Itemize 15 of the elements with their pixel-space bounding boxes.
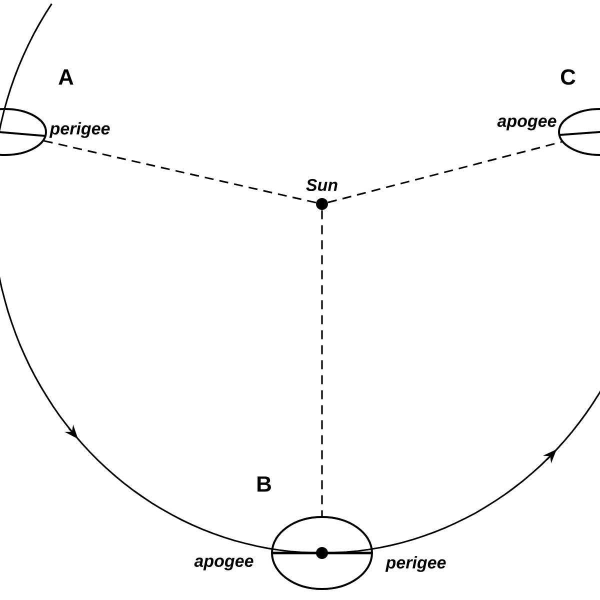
point-label: B <box>258 476 271 492</box>
moon-orbit-ellipse <box>271 516 373 590</box>
dashed-line <box>328 141 562 204</box>
orbit-label: apogee <box>497 118 556 130</box>
orbit-label: perigee <box>385 556 446 572</box>
orbit-label: Sun <box>306 178 338 192</box>
moon-orbit-ellipse <box>558 108 600 156</box>
orbit-label: apogee <box>194 558 254 570</box>
sun-dot <box>316 198 328 210</box>
point-label: A <box>58 69 74 85</box>
moon-orbit-ellipse <box>0 108 47 156</box>
dashed-line <box>321 210 323 516</box>
dashed-line <box>44 140 316 204</box>
orbit-label: perigee <box>49 122 110 138</box>
point-label: C <box>560 69 576 85</box>
